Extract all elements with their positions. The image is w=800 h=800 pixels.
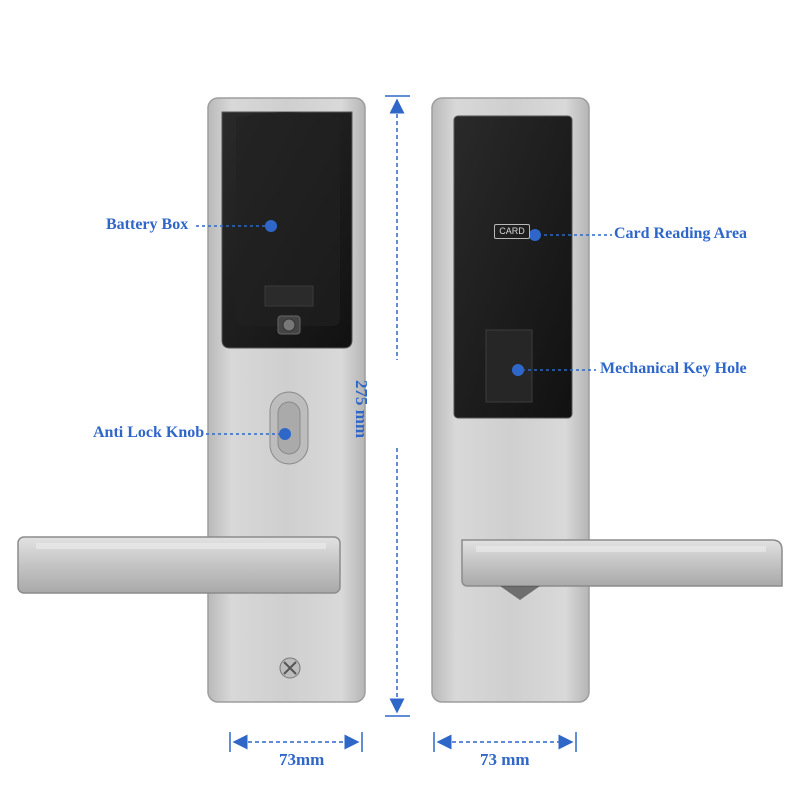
left-width-label: 73mm xyxy=(279,750,325,769)
left-lock-panel xyxy=(17,97,366,703)
battery-box-label: Battery Box xyxy=(106,216,189,233)
left-width-dimension-line xyxy=(229,732,363,752)
callout-anti-lock-knob xyxy=(206,428,291,440)
callout-mechanical-key-hole xyxy=(512,364,596,376)
callout-card-reading-area xyxy=(529,229,612,241)
right-width-dimension-line xyxy=(433,732,577,752)
height-dimension-label: 275 mm xyxy=(352,380,371,439)
card-reading-area-label: Card Reading Area xyxy=(614,225,748,242)
anti-lock-knob-label: Anti Lock Knob xyxy=(93,424,205,441)
card-marking: CARD xyxy=(494,224,530,239)
mechanical-key-hole-label: Mechanical Key Hole xyxy=(600,360,747,377)
right-width-label: 73 mm xyxy=(480,750,530,769)
height-dimension-line xyxy=(385,95,410,717)
right-lock-panel xyxy=(431,97,783,703)
callout-battery-box xyxy=(196,220,277,232)
